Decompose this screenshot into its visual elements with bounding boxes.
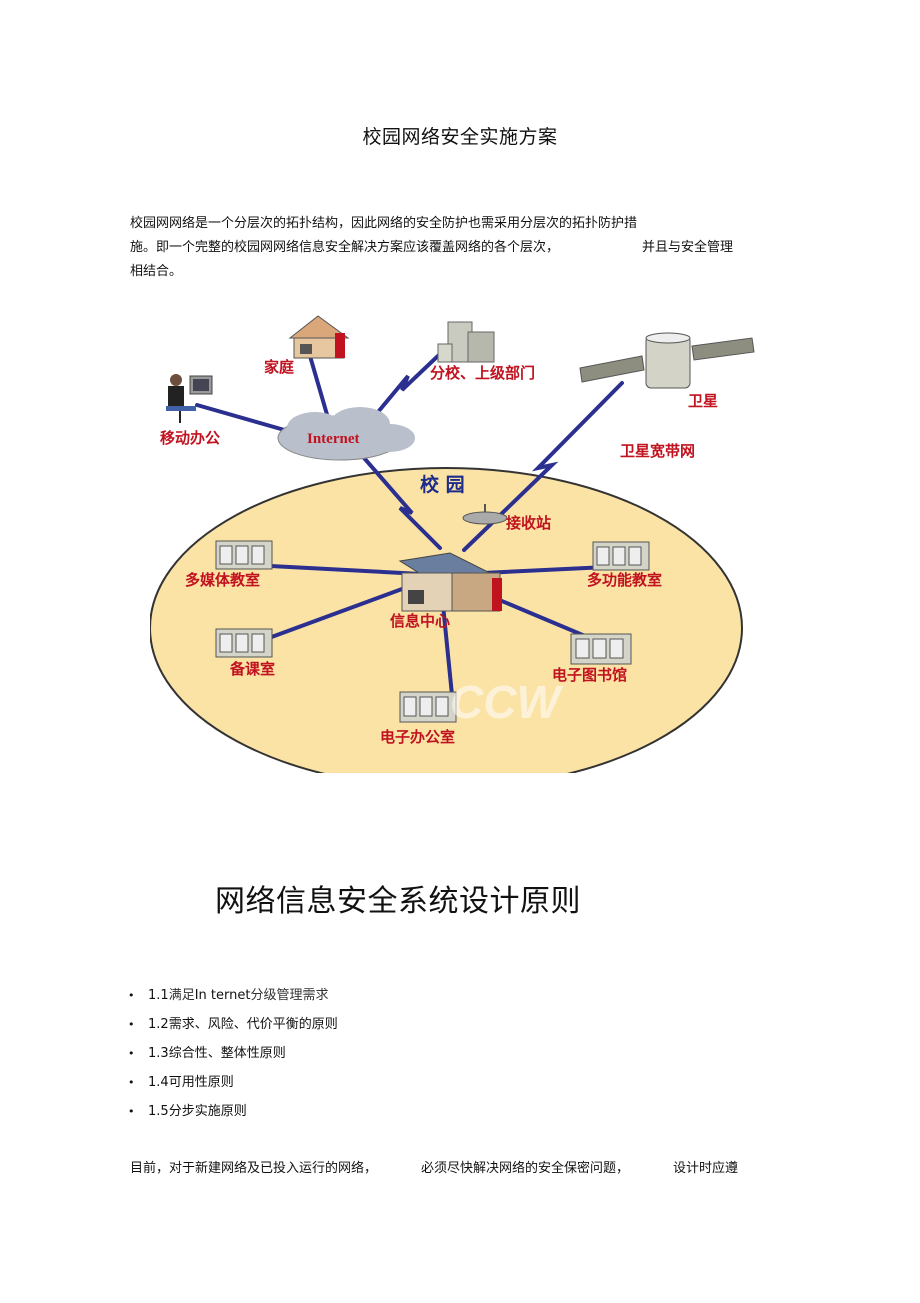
branch-building-icon xyxy=(437,321,495,363)
multifunction-classroom-icon xyxy=(592,541,650,571)
principle-item: • 1.1满足In ternet分级管理需求 xyxy=(128,986,338,1015)
section-heading: 网络信息安全系统设计原则 xyxy=(215,884,581,919)
multifunction-classroom-label: 多功能教室 xyxy=(587,571,662,589)
principles-list: • 1.1满足In ternet分级管理需求 • 1.2需求、风险、代价平衡的原… xyxy=(128,986,338,1131)
bullet-icon: • xyxy=(128,1047,135,1060)
page-title: 校园网络安全实施方案 xyxy=(362,126,558,148)
principle-item: • 1.4可用性原则 xyxy=(128,1073,338,1102)
campus-label: 校 园 xyxy=(420,473,465,496)
bullet-icon: • xyxy=(128,1105,135,1118)
bottom-part-1: 目前，对于新建网络及已投入运行的网络， xyxy=(130,1161,378,1176)
bullet-icon: • xyxy=(128,989,135,1002)
watermark-logo: CCW xyxy=(450,676,563,728)
home-icon xyxy=(288,315,350,359)
mobile-label: 移动办公 xyxy=(160,429,220,447)
bottom-part-2: 必须尽快解决网络的安全保密问题， xyxy=(421,1161,630,1176)
internet-cloud: Internet xyxy=(277,407,415,461)
principle-item: • 1.3综合性、整体性原则 xyxy=(128,1044,338,1073)
internet-label: Internet xyxy=(307,431,360,447)
bottom-part-3: 设计时应遵 xyxy=(673,1161,739,1176)
bullet-icon: • xyxy=(128,1076,135,1089)
intro-line-2-b: 并且与安全管理 xyxy=(642,240,734,255)
bottom-paragraph: 目前，对于新建网络及已投入运行的网络， 必须尽快解决网络的安全保密问题， 设计时应遵 xyxy=(130,1157,738,1176)
multimedia-classroom-label: 多媒体教室 xyxy=(185,571,260,589)
intro-paragraph: 校园网网络是一个分层次的拓扑结构，因此网络的安全防护也需采用分层次的拓扑防护措 … xyxy=(130,212,733,284)
multimedia-classroom-icon xyxy=(215,540,273,570)
receiver-label: 接收站 xyxy=(506,514,551,532)
info-center-icon xyxy=(398,552,502,612)
intro-line-2-a: 施。即一个完整的校园网网络信息安全解决方案应该覆盖网络的各个层次， xyxy=(130,240,560,255)
satellite-label: 卫星 xyxy=(688,392,718,410)
e-office-icon xyxy=(399,691,457,723)
principle-item: • 1.2需求、风险、代价平衡的原则 xyxy=(128,1015,338,1044)
e-library-icon xyxy=(570,633,632,665)
prep-room-label: 备课室 xyxy=(229,660,275,678)
intro-line-2: 施。即一个完整的校园网网络信息安全解决方案应该覆盖网络的各个层次， 并且与安全管理 xyxy=(130,236,733,260)
info-center-label: 信息中心 xyxy=(390,612,450,630)
principle-item: • 1.5分步实施原则 xyxy=(128,1102,338,1131)
intro-line-3: 相结合。 xyxy=(130,264,183,279)
mobile-office-icon xyxy=(166,374,213,423)
campus-network-diagram: Internet 家庭 分校、上级部门 卫星 移动办公 卫星宽带网 校 园 xyxy=(150,315,755,773)
branch-label: 分校、上级部门 xyxy=(430,364,535,382)
e-library-label: 电子图书馆 xyxy=(552,666,627,684)
intro-line-1: 校园网网络是一个分层次的拓扑结构，因此网络的安全防护也需采用分层次的拓扑防护措 xyxy=(130,216,638,231)
prep-room-icon xyxy=(215,628,273,658)
bullet-icon: • xyxy=(128,1018,135,1031)
home-label: 家庭 xyxy=(264,358,295,376)
receiver-dish-icon xyxy=(462,504,508,525)
satellite-broadband-label: 卫星宽带网 xyxy=(620,442,695,460)
e-office-label: 电子办公室 xyxy=(380,728,455,746)
satellite-icon xyxy=(579,332,755,389)
